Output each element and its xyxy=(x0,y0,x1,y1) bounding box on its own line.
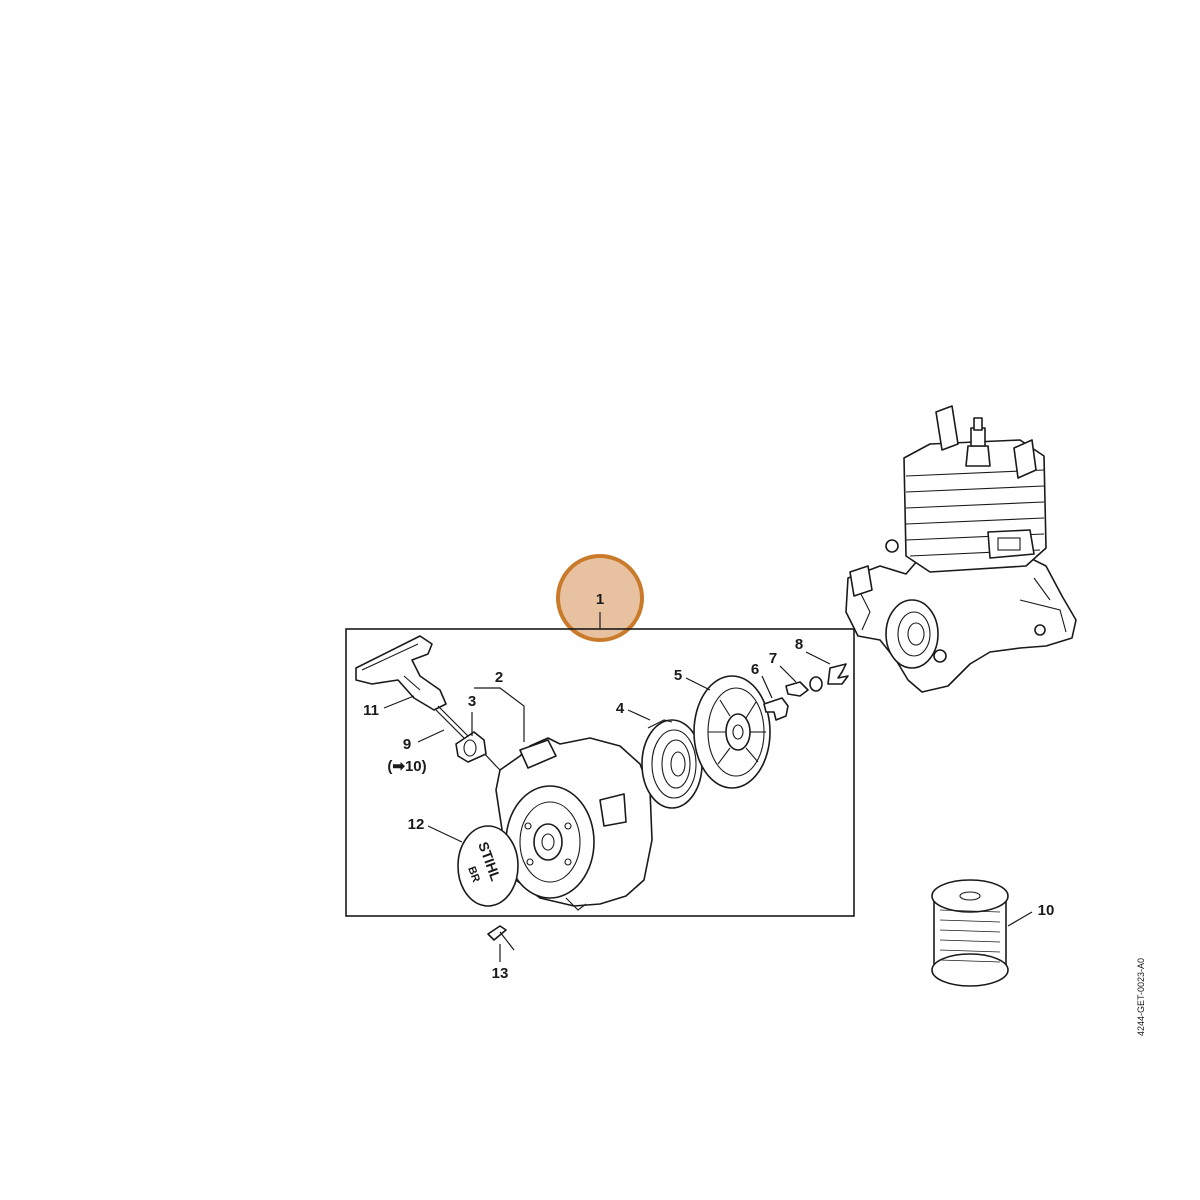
rope-guide-illustration xyxy=(455,731,487,763)
callout-9-reference: (➡10) xyxy=(387,758,426,775)
assembly-frame xyxy=(345,628,855,917)
callout-11: 11 xyxy=(363,702,379,719)
screw-illustration xyxy=(487,925,515,951)
engine-block-illustration xyxy=(845,405,1077,693)
callout-5: 5 xyxy=(674,667,682,684)
spring-clip-illustration xyxy=(827,663,849,685)
fan-housing-illustration xyxy=(495,737,653,911)
callout-8: 8 xyxy=(795,636,803,653)
callout-4: 4 xyxy=(616,700,625,717)
callout-10: 10 xyxy=(1038,902,1055,919)
callout-3: 3 xyxy=(468,693,476,710)
highlight-marker xyxy=(556,554,644,642)
washer-illustration xyxy=(809,676,823,692)
logo-model-text: BR xyxy=(465,865,482,884)
callout-12: 12 xyxy=(408,816,425,833)
callout-2: 2 xyxy=(495,669,503,686)
callout-7: 7 xyxy=(769,650,777,667)
pawl-spring-illustration xyxy=(785,681,809,697)
callout-13: 13 xyxy=(492,965,509,982)
stihl-logo-badge: STIHL BR xyxy=(457,825,519,907)
callout-6: 6 xyxy=(751,661,759,678)
rope-reel-illustration xyxy=(931,879,1009,987)
starter-grip-illustration xyxy=(355,635,447,711)
rope-rotor-illustration xyxy=(693,675,771,789)
callout-1: 1 xyxy=(596,591,604,608)
pawl-illustration xyxy=(763,697,789,721)
document-code: 4244-GET-0023-A0 xyxy=(1136,958,1146,1036)
callout-9: 9 xyxy=(403,736,411,753)
rewind-spring-illustration xyxy=(641,719,703,809)
